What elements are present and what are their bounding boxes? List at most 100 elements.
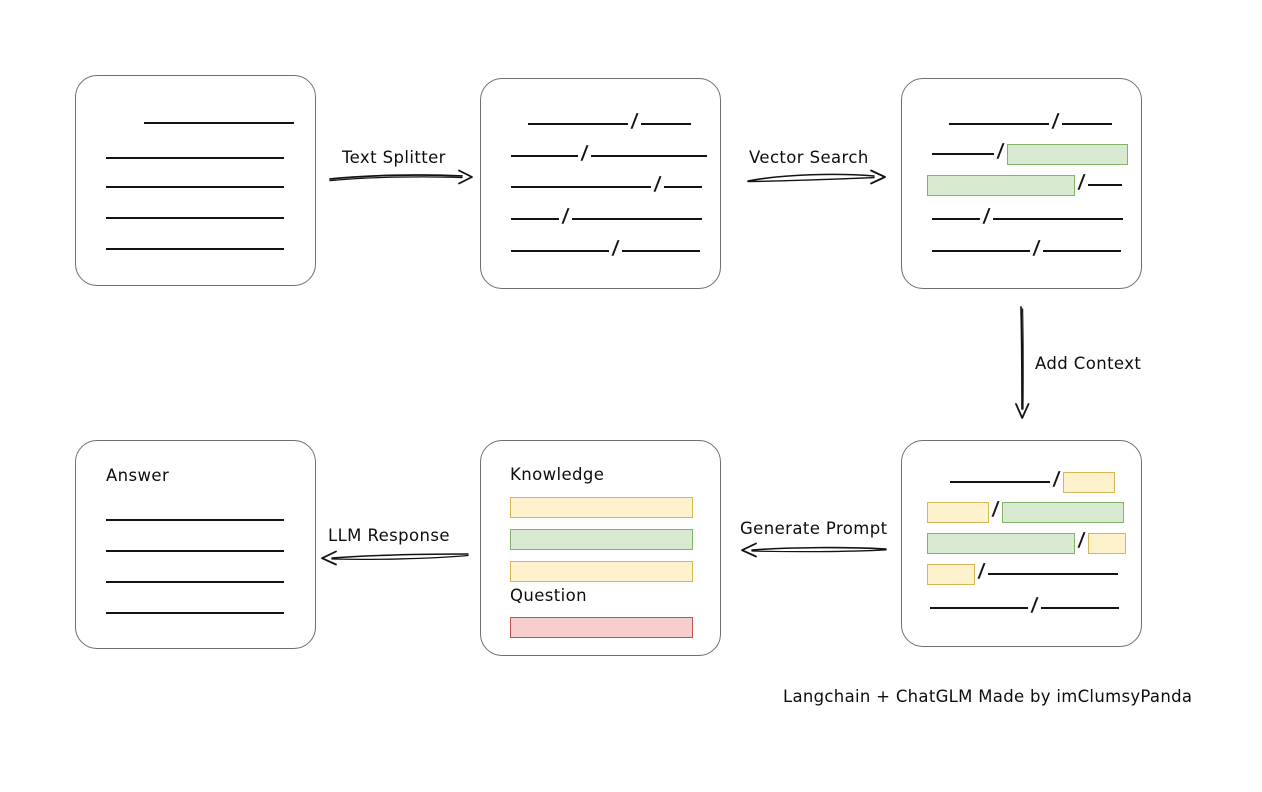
chunk-separator-slash: /: [1077, 528, 1086, 551]
text-line-segment: [1042, 250, 1121, 252]
footer-credit: Langchain + ChatGLM Made by imClumsyPand…: [783, 687, 1193, 706]
text-line-segment: [528, 123, 629, 125]
chunk-separator-slash: /: [1052, 467, 1061, 490]
text-line-segment: [932, 250, 1030, 252]
chunk-separator-slash: /: [1077, 170, 1086, 193]
split-chunks-box[interactable]: / / / / /: [480, 78, 721, 289]
answer-line: [106, 604, 302, 622]
context-chunk-yellow: [927, 563, 975, 585]
context-added-box[interactable]: / / / / /: [901, 440, 1142, 647]
chunk-line-highlighted: /: [927, 497, 1127, 523]
text-line-segment: [511, 155, 579, 157]
chunk-separator-slash: /: [1051, 109, 1060, 132]
chunk-separator-slash: /: [991, 497, 1000, 520]
retrieved-chunk-green: [927, 174, 1075, 196]
text-line-segment: [641, 123, 691, 125]
source-document-box[interactable]: [75, 75, 316, 286]
doc-line: [106, 149, 302, 167]
text-line-segment: [987, 573, 1118, 575]
prompt-box[interactable]: Knowledge Question: [480, 440, 721, 656]
text-line-segment: [591, 155, 707, 157]
arrow-vector-search: [747, 169, 886, 185]
text-line-segment: [930, 607, 1028, 609]
chunk-separator-slash: /: [1032, 236, 1041, 259]
chunk-separator-slash: /: [982, 204, 991, 227]
arrow-add-context: [1015, 306, 1030, 419]
chunk-line: /: [932, 236, 1128, 260]
knowledge-bar: [510, 529, 693, 550]
arrow-llm-response: [321, 550, 469, 566]
chunk-separator-slash: /: [630, 109, 639, 132]
chunk-line: /: [932, 109, 1112, 133]
chunk-line-highlighted: /: [932, 139, 1128, 165]
chunk-line: /: [511, 204, 707, 228]
text-line-segment: [992, 218, 1123, 220]
text-line-segment: [106, 612, 284, 614]
chunk-line-highlighted: /: [927, 528, 1127, 554]
text-line-segment: [950, 481, 1051, 483]
question-bar: [510, 617, 693, 638]
chunk-separator-slash: /: [995, 139, 1005, 162]
chunk-separator-slash: /: [561, 204, 570, 227]
context-chunk-yellow: [1087, 532, 1126, 554]
arrow-text-splitter: [329, 169, 473, 185]
vector-hits-box[interactable]: / / / / /: [901, 78, 1142, 289]
text-line-segment: [144, 122, 294, 124]
chunk-separator-slash: /: [653, 172, 662, 195]
text-line-segment: [1040, 607, 1119, 609]
text-line-segment: [1062, 123, 1112, 125]
answer-box[interactable]: Answer: [75, 440, 316, 649]
text-line-segment: [932, 153, 994, 155]
chunk-line: /: [511, 109, 691, 133]
question-label: Question: [510, 586, 587, 605]
chunk-line: /: [932, 204, 1128, 228]
text-line-segment: [106, 519, 284, 521]
text-line-segment: [949, 123, 1050, 125]
text-line-segment: [106, 550, 284, 552]
arrow-label-add-context: Add Context: [1035, 354, 1142, 373]
arrow-label-text-splitter: Text Splitter: [342, 148, 446, 167]
chunk-line-highlighted: /: [930, 467, 1115, 493]
chunk-line: /: [511, 236, 707, 260]
doc-line: [106, 178, 302, 196]
doc-line: [98, 114, 294, 132]
answer-line: [106, 542, 302, 560]
retrieved-chunk-green: [1006, 143, 1128, 165]
knowledge-bar: [510, 561, 693, 582]
chunk-separator-slash: /: [611, 236, 620, 259]
chunk-line: /: [511, 141, 707, 165]
text-line-segment: [571, 218, 702, 220]
knowledge-bar: [510, 497, 693, 518]
knowledge-label: Knowledge: [510, 465, 605, 484]
doc-line: [106, 209, 302, 227]
context-chunk-yellow: [927, 501, 989, 523]
context-chunk-yellow: [1063, 471, 1115, 493]
text-line-segment: [106, 581, 284, 583]
retrieved-chunk-green: [1001, 501, 1124, 523]
text-line-segment: [106, 157, 284, 159]
chunk-line: /: [930, 594, 1126, 617]
chunk-line-highlighted: /: [927, 559, 1127, 585]
chunk-separator-slash: /: [977, 559, 986, 582]
arrow-label-generate-prompt: Generate Prompt: [740, 519, 888, 538]
text-line-segment: [511, 250, 609, 252]
text-line-segment: [106, 186, 284, 188]
arrow-generate-prompt: [741, 542, 887, 558]
answer-title: Answer: [106, 466, 170, 485]
chunk-line: /: [511, 172, 707, 196]
text-line-segment: [511, 218, 559, 220]
chunk-line-highlighted: /: [927, 170, 1127, 196]
text-line-segment: [106, 217, 284, 219]
text-line-segment: [663, 186, 702, 188]
text-line-segment: [106, 248, 284, 250]
text-line-segment: [1087, 184, 1122, 186]
text-line-segment: [621, 250, 700, 252]
arrow-label-vector-search: Vector Search: [749, 148, 869, 167]
answer-line: [106, 511, 302, 529]
answer-line: [106, 573, 302, 591]
retrieved-chunk-green: [927, 532, 1075, 554]
text-line-segment: [511, 186, 651, 188]
chunk-separator-slash: /: [580, 141, 590, 164]
doc-line: [106, 240, 302, 258]
